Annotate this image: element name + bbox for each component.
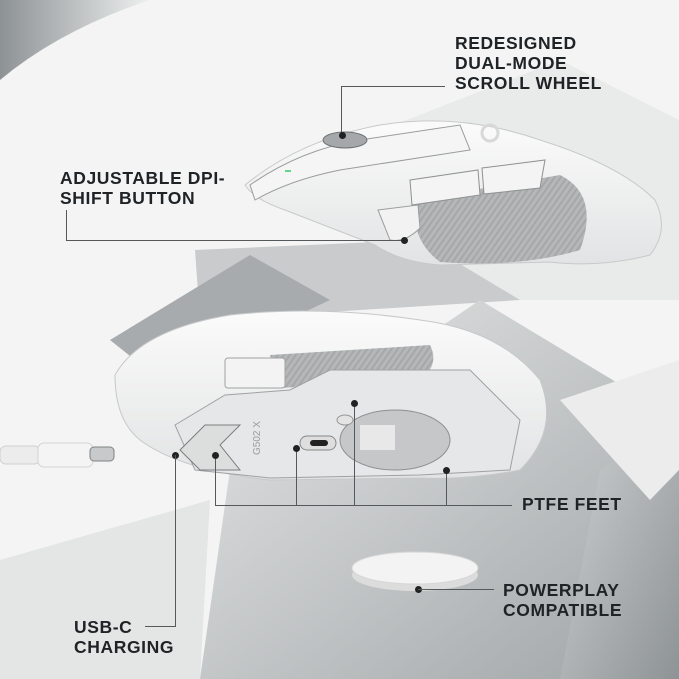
callout-dot-ptfe-1 [211, 451, 219, 459]
callout-line-ptfe-5 [446, 470, 447, 505]
top-left-gradient-arc [0, 0, 150, 80]
callout-label-powerplay: POWERPLAY COMPATIBLE [503, 580, 623, 620]
powerplay-puck [351, 551, 479, 591]
callout-dot-scroll-wheel [338, 131, 346, 139]
callout-label-ptfe-feet: PTFE FEET [522, 494, 622, 514]
mouse-underside-view: G502 X [114, 310, 548, 481]
callout-dot-ptfe-4 [442, 466, 450, 474]
callout-dot-dpi-shift [400, 236, 408, 244]
callout-dot-ptfe-2 [292, 444, 300, 452]
callout-dot-ptfe-3 [350, 399, 358, 407]
callout-line-powerplay [418, 589, 494, 590]
model-marking-text: G502 X [252, 421, 263, 455]
callout-label-usb-c: USB-C CHARGING [74, 617, 175, 657]
bottom-gray-panel [200, 300, 679, 679]
callout-line-ptfe-3 [296, 448, 297, 505]
callout-line-ptfe-h [215, 505, 512, 506]
usb-c-cable [0, 442, 115, 468]
callout-line-usb-c-v [175, 455, 176, 627]
callout-line-ptfe-4 [354, 403, 355, 505]
callout-line-scroll-wheel [341, 86, 342, 135]
callout-line-scroll-wheel-h [341, 86, 445, 87]
callout-label-dpi-shift: ADJUSTABLE DPI- SHIFT BUTTON [60, 168, 226, 208]
callout-line-usb-c-h [145, 626, 176, 627]
mouse-top-view [244, 120, 662, 266]
callout-line-dpi-shift-h [66, 240, 404, 241]
callout-label-scroll-wheel: REDESIGNED DUAL-MODE SCROLL WHEEL [455, 33, 602, 93]
callout-line-dpi-shift-v [66, 210, 67, 241]
callout-line-ptfe-2 [215, 455, 216, 505]
